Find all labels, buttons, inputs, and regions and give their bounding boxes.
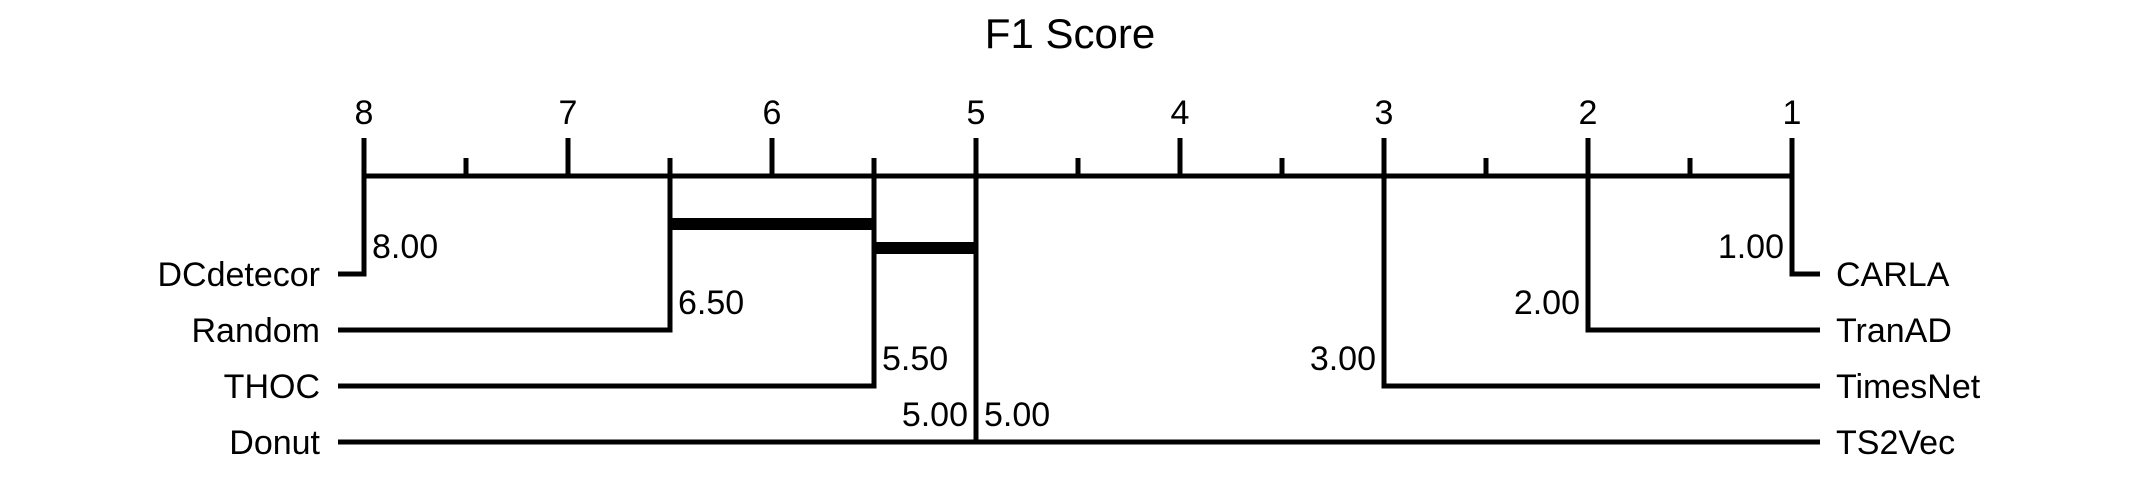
tick-label: 5: [967, 94, 986, 132]
method-name: TimesNet: [1836, 368, 1981, 406]
method-line: [1585, 176, 1820, 333]
tick-label: 7: [559, 94, 578, 132]
method-line: [338, 176, 979, 445]
tick-label: 1: [1783, 94, 1802, 132]
method-name: Donut: [229, 424, 320, 462]
rank-label: 3.00: [1310, 340, 1376, 378]
chart-title: F1 Score: [985, 10, 1155, 57]
tick-label: 3: [1375, 94, 1394, 132]
tick-label: 6: [763, 94, 782, 132]
tick-label: 4: [1171, 94, 1190, 132]
method-line: [1789, 176, 1820, 277]
method-name: Random: [191, 312, 320, 350]
method-name: TS2Vec: [1836, 424, 1955, 462]
rank-label: 1.00: [1718, 228, 1784, 266]
method-line: [1381, 176, 1820, 389]
rank-label: 5.00: [902, 396, 968, 434]
method-line: [338, 176, 367, 277]
method-name: TranAD: [1836, 312, 1952, 350]
clique-bars: [670, 218, 976, 254]
rank-label: 6.50: [678, 284, 744, 322]
axis-ticks: [361, 138, 1795, 176]
rank-label: 5.50: [882, 340, 948, 378]
method-line: [973, 176, 1820, 445]
tick-label: 8: [355, 94, 374, 132]
method-name: THOC: [224, 368, 320, 406]
tick-label: 2: [1579, 94, 1598, 132]
method-name: DCdetecor: [157, 256, 320, 294]
method-line: [338, 176, 877, 389]
rank-label: 2.00: [1514, 284, 1580, 322]
axis-tick-labels: 1 2 3 4 5 6 7 8: [355, 94, 1802, 132]
rank-label: 5.00: [984, 396, 1050, 434]
rank-label: 8.00: [372, 228, 438, 266]
method-name: CARLA: [1836, 256, 1950, 294]
